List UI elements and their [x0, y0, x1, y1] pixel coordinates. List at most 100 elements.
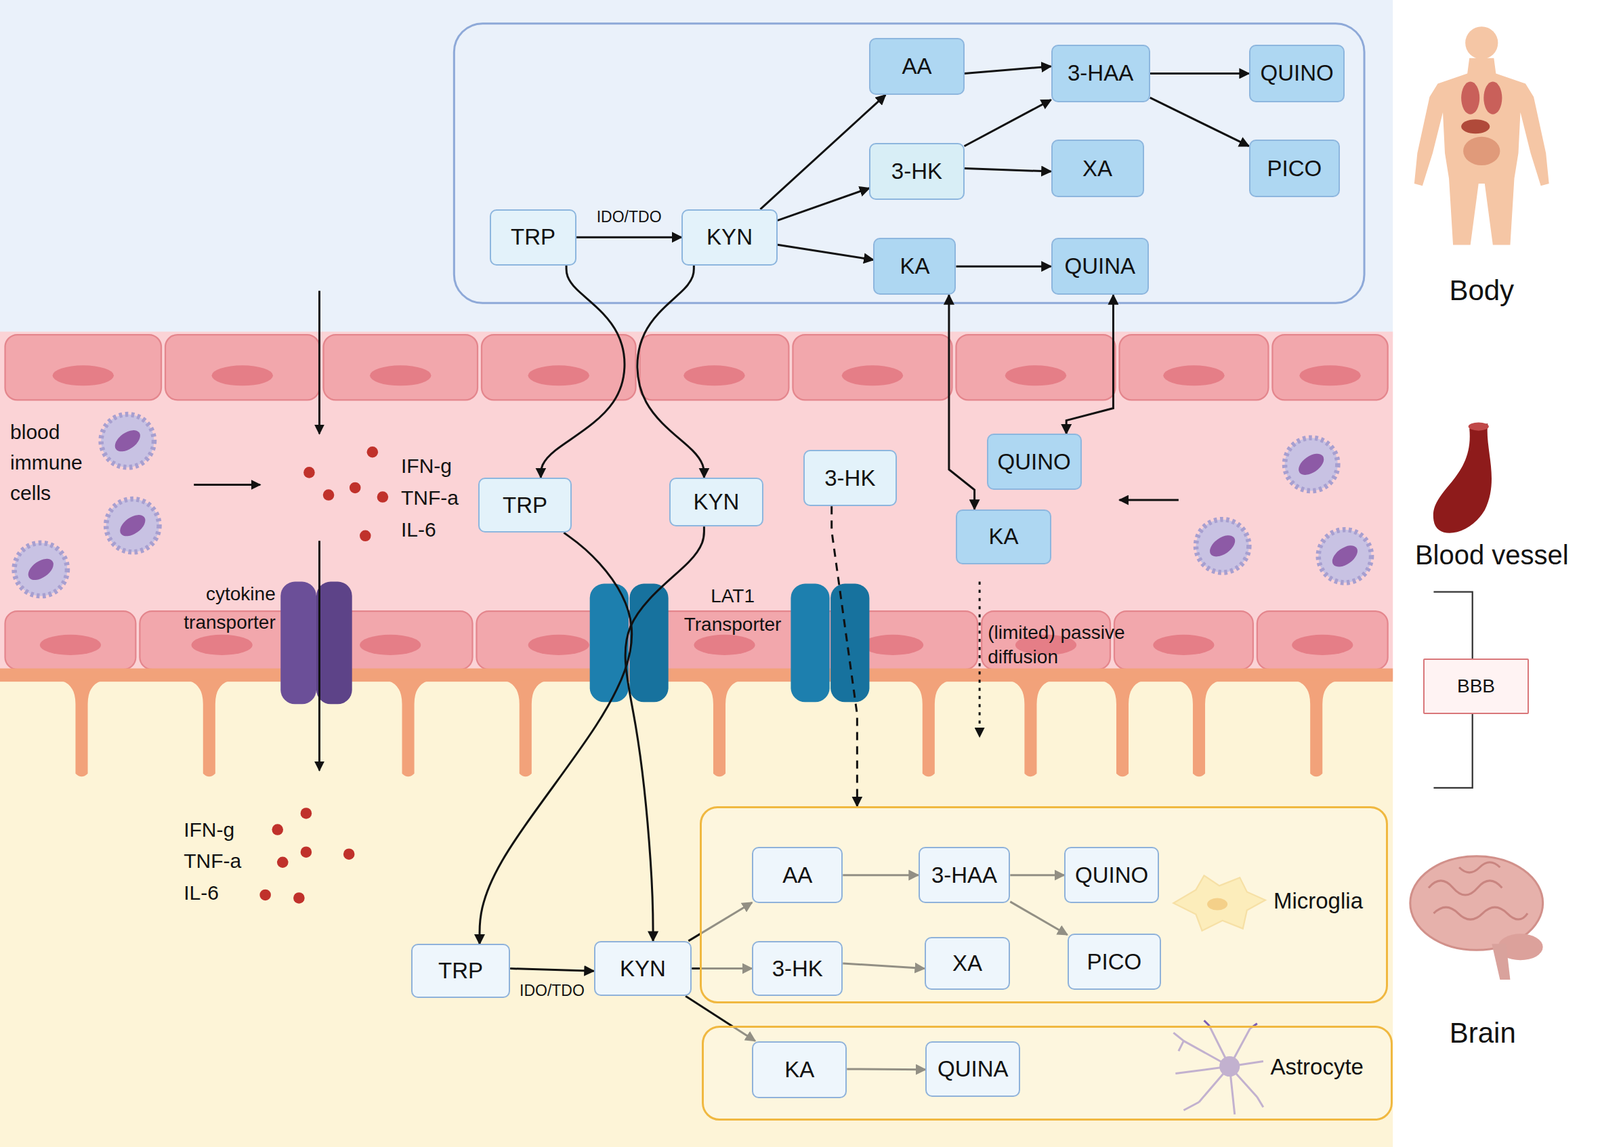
- endothelial-cell: [1257, 611, 1388, 670]
- metabolite-box: AA: [751, 846, 843, 903]
- transporter-half: [790, 583, 830, 703]
- brain-region: [0, 678, 1393, 1147]
- metabolite-box: AA: [869, 37, 964, 95]
- pathway-arrow: [777, 188, 870, 221]
- transporter-half: [629, 583, 668, 703]
- transporter-half: [830, 583, 870, 703]
- lung: [1461, 81, 1480, 114]
- metabolite-name: KA: [784, 1056, 815, 1083]
- metabolite-box: PICO: [1067, 933, 1162, 990]
- metabolite-name: 3-HK: [824, 465, 876, 492]
- cytokine-dot: [300, 807, 313, 819]
- cell-nucleus: [212, 365, 273, 386]
- pathway-arrow: [1150, 72, 1250, 75]
- cell-compartment: AstrocyteKAQUINA: [701, 1025, 1393, 1121]
- enzyme-label: IDO/TDO: [596, 207, 662, 227]
- immune-cell: [1195, 519, 1249, 573]
- metabolite-name: QUINO: [1260, 60, 1334, 87]
- metabolite-box: 3-HK: [751, 940, 843, 996]
- cytokine-dot: [271, 823, 284, 836]
- blood-vessel-icon: [1433, 422, 1492, 534]
- cell-nucleus: [1291, 634, 1353, 656]
- compartment-label: Astrocyte: [1270, 1054, 1364, 1080]
- endfoot: [1102, 680, 1143, 777]
- immune-cells: [14, 414, 1372, 597]
- endothelial-cell: [5, 611, 137, 670]
- endothelial-cell: [5, 334, 162, 400]
- compartment-label: Microglia: [1273, 888, 1363, 914]
- endfoot: [387, 680, 429, 777]
- cell-compartment: MicrogliaAA3-HAAQUINO3-HKXAPICO: [699, 806, 1388, 1004]
- metabolite-box: BBB: [1423, 658, 1529, 715]
- cell-nucleus: [683, 365, 745, 386]
- metabolite-name: QUINO: [997, 449, 1071, 475]
- cell-nucleus: [191, 634, 252, 656]
- immune-arrow: [193, 483, 261, 486]
- cytokine-dot: [367, 446, 379, 458]
- metabolite-name: QUINO: [1075, 862, 1149, 889]
- cytokine-dot: [303, 466, 315, 479]
- cell-nucleus: [862, 634, 924, 656]
- endfoot: [908, 680, 950, 777]
- endothelial-cell: [323, 334, 478, 400]
- cell-nucleus: [52, 365, 114, 386]
- cytokine-dot: [259, 889, 271, 901]
- metabolite-name: 3-HAA: [931, 862, 998, 889]
- body-region: [0, 0, 1393, 337]
- immune-cell: [100, 414, 154, 468]
- head: [1465, 26, 1498, 59]
- metabolite-name: XA: [1082, 155, 1113, 182]
- immune-nucleus: [1328, 541, 1361, 572]
- immune-nucleus: [1205, 531, 1239, 561]
- metabolite-box: KA: [873, 237, 956, 295]
- endothelial-cell: [792, 334, 952, 400]
- metabolite-box: TRP: [478, 477, 572, 533]
- metabolite-name: PICO: [1266, 155, 1322, 182]
- brain-folds: [1428, 862, 1528, 920]
- metabolite-name: KA: [899, 253, 930, 280]
- metabolite-box: KYN: [594, 940, 693, 996]
- endothelial-cell: [481, 334, 636, 400]
- immune-nucleus: [116, 510, 150, 541]
- metabolite-box: QUINA: [1051, 237, 1150, 295]
- pathway-arrow: [1066, 294, 1113, 434]
- lung: [1483, 81, 1502, 114]
- metabolite-name: BBB: [1457, 675, 1496, 698]
- pathway-arrow: [760, 94, 886, 210]
- metabolite-box: 3-HAA: [918, 846, 1011, 903]
- cytokine-dot: [349, 482, 362, 494]
- immune-nucleus: [1295, 449, 1328, 479]
- metabolite-name: AA: [901, 53, 932, 80]
- cytokine-dot: [277, 856, 289, 868]
- cell-nucleus: [528, 365, 590, 386]
- pathway-arrow: [637, 265, 704, 478]
- annotation-label: Body: [1404, 273, 1559, 308]
- annotation-label: IL-6: [401, 517, 483, 542]
- cell-nucleus: [1152, 634, 1214, 656]
- metabolite-name: TRP: [438, 957, 483, 984]
- metabolite-box: KA: [751, 1041, 847, 1099]
- annotation-label: IFN-g: [183, 817, 266, 842]
- annotation-label: Blood vessel: [1390, 538, 1594, 572]
- metabolite-name: 3-HK: [891, 158, 943, 185]
- endothelial-cell: [639, 334, 789, 400]
- endothelial-cells: [5, 334, 1388, 670]
- annotation-label: IFN-g: [401, 453, 483, 479]
- metabolite-box: TRP: [489, 209, 577, 266]
- pathway-arrow: [949, 294, 975, 509]
- endfoot: [60, 680, 102, 777]
- cytokine-dot: [300, 846, 313, 858]
- metabolite-name: KYN: [693, 489, 740, 515]
- immune-nucleus: [24, 554, 57, 585]
- cell-nucleus: [528, 634, 590, 656]
- vessel-lumen: [0, 331, 1393, 679]
- metabolite-box: 3-HAA: [1051, 44, 1151, 102]
- body-pathway-frame: [453, 23, 1365, 304]
- metabolite-name: KYN: [619, 955, 666, 982]
- endothelial-cell: [165, 334, 320, 400]
- cytokine-transporter-symbol: [280, 581, 352, 705]
- transporter-half: [316, 581, 353, 705]
- cytokine-dot: [343, 848, 355, 860]
- endfoot: [1009, 680, 1051, 777]
- cell-nucleus: [693, 634, 755, 656]
